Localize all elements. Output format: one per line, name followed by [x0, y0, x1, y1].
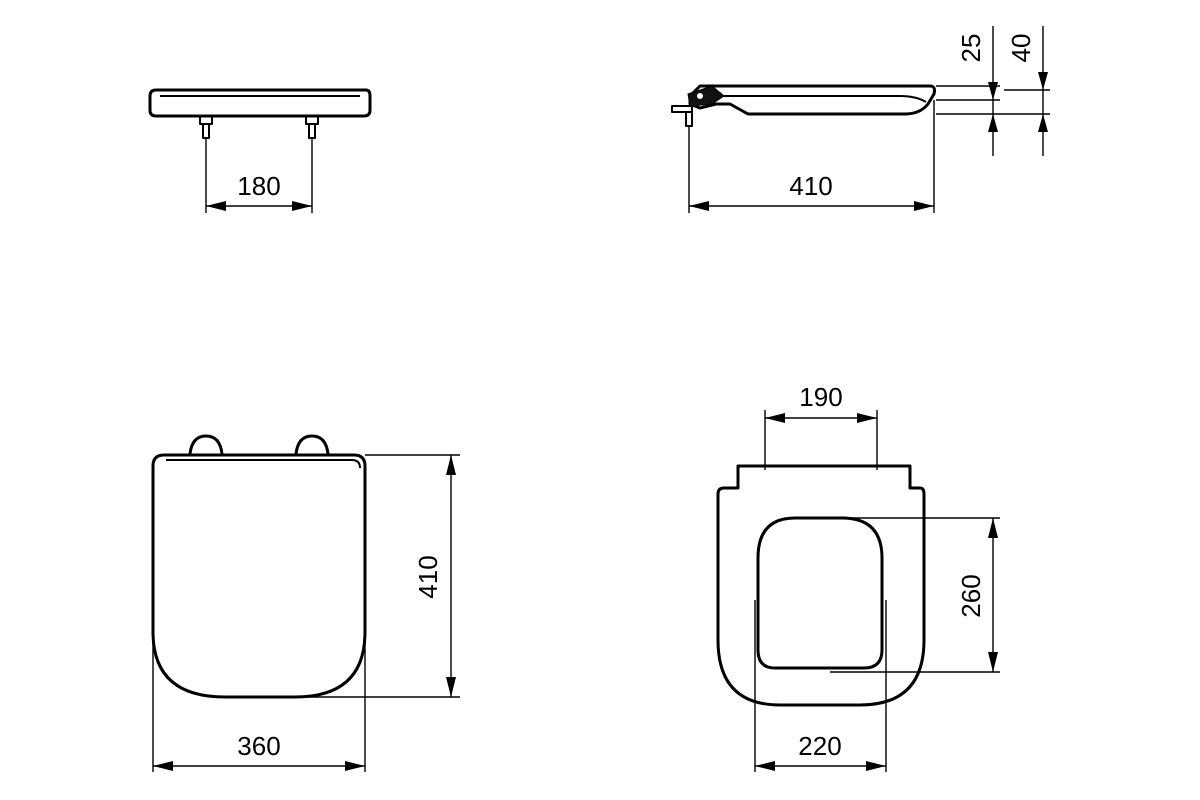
bottom-view: 190 260 220: [716, 382, 1000, 772]
dim-lid-thickness: 25: [956, 26, 998, 156]
dim-opening-length-label: 260: [956, 574, 986, 617]
top-view: 410 360: [151, 434, 460, 772]
dim-top-length-label: 410: [413, 555, 443, 598]
dim-overall-height-label: 40: [1006, 34, 1036, 63]
dim-top-width: 360: [152, 620, 366, 772]
right-hinge-cap-icon: [294, 434, 330, 455]
side-elevation-view: 410 25 40: [671, 26, 1050, 213]
dim-opening-length: 260: [830, 517, 1000, 673]
seat-lid-outline: [151, 453, 367, 699]
dim-lid-thickness-label: 25: [956, 34, 986, 63]
dim-top-width-label: 360: [237, 731, 280, 761]
seat-front-outline: [148, 88, 372, 118]
dim-overall-height: 40: [1006, 26, 1048, 156]
seat-side-detail: [716, 95, 927, 103]
seat-ring-outline: [716, 464, 926, 707]
dim-hinge-spacing: 180: [205, 138, 313, 213]
seat-side-outline: [688, 84, 936, 116]
dim-opening-width-label: 220: [798, 731, 841, 761]
dim-side-length: 410: [688, 100, 935, 213]
dim-hinge-plate-width-label: 190: [799, 382, 842, 412]
dim-side-length-label: 410: [789, 171, 832, 201]
front-elevation-view: 180: [148, 88, 372, 213]
right-hinge-post-icon: [305, 115, 319, 139]
left-hinge-post-icon: [199, 115, 213, 139]
left-hinge-cap-icon: [188, 434, 224, 455]
dim-hinge-spacing-label: 180: [237, 171, 280, 201]
seat-lid-inner-edge: [166, 459, 361, 469]
dim-opening-width: 220: [754, 600, 887, 772]
seat-opening-outline: [756, 516, 884, 670]
dim-hinge-plate-width: 190: [764, 382, 878, 470]
dim-top-length: 410: [300, 454, 460, 698]
